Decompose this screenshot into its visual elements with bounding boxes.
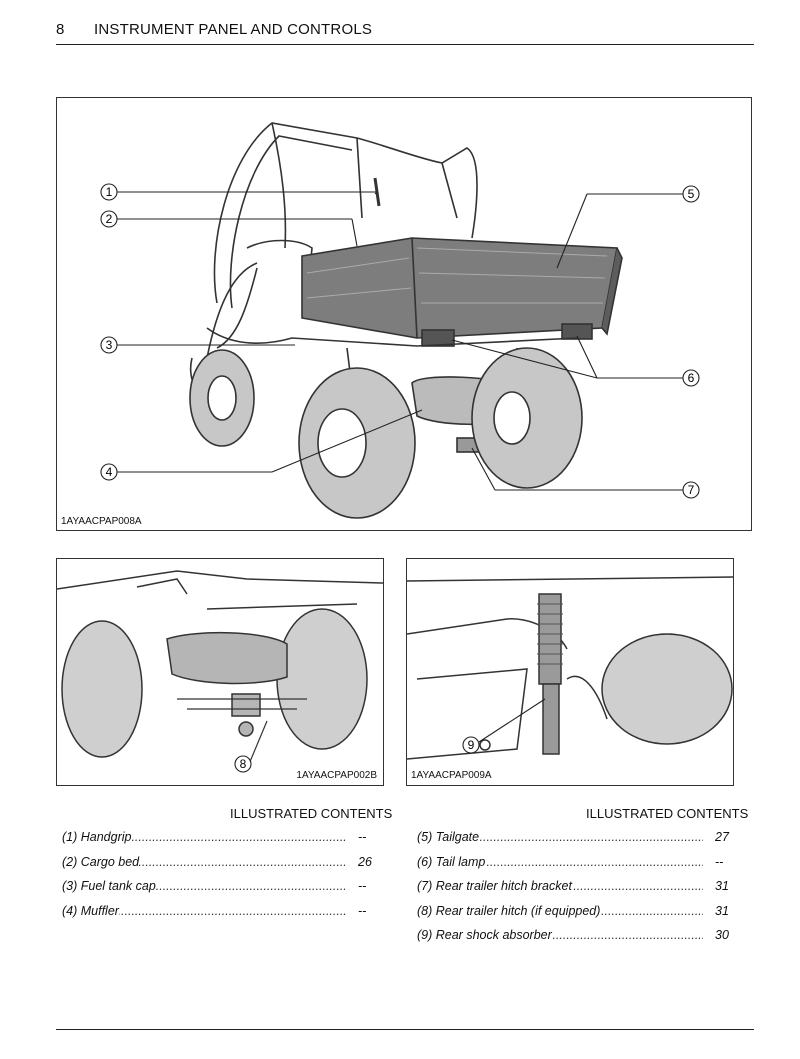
callout-7: 7 — [688, 483, 695, 497]
leader-dots: ........................................… — [417, 854, 703, 869]
contents-entry: ........................................… — [417, 830, 731, 855]
main-vehicle-illustration: 1 2 3 4 5 6 7 1AYAACPAP008A — [56, 97, 752, 531]
contents-entry-page: -- — [358, 879, 367, 893]
contents-entry-page: 27 — [715, 830, 729, 844]
shock-absorber-detail-illustration: 9 1AYAACPAP009A — [406, 558, 734, 786]
hitch-detail-drawing: 8 — [57, 570, 383, 773]
callout-1: 1 — [106, 185, 113, 199]
contents-entry-page: 30 — [715, 928, 729, 942]
page-number: 8 — [56, 21, 65, 38]
callout-4: 4 — [106, 465, 113, 479]
contents-entry-label: (5) Tailgate — [417, 830, 480, 844]
contents-entry: ........................................… — [417, 928, 731, 953]
leader-dots: ........................................… — [62, 830, 346, 844]
page-title: INSTRUMENT PANEL AND CONTROLS — [94, 21, 373, 38]
contents-entry: ........................................… — [417, 879, 731, 904]
contents-entry-label: (6) Tail lamp — [417, 854, 486, 869]
callout-8: 8 — [240, 757, 247, 771]
contents-entry-page: 31 — [715, 903, 729, 918]
contents-entry-label: (3) Fuel tank cap — [62, 879, 156, 893]
contents-entry: ........................................… — [62, 854, 372, 880]
contents-entry: ........................................… — [417, 854, 731, 880]
contents-entry-page: -- — [715, 854, 724, 869]
contents-entry: ........................................… — [62, 903, 372, 929]
footer-rule — [56, 1029, 754, 1030]
vehicle-rear-view-drawing: 1 2 3 4 5 6 7 — [100, 122, 700, 519]
callout-2: 2 — [106, 212, 113, 226]
leader-dots: ........................................… — [417, 830, 703, 844]
contents-heading-left: ILLUSTRATED CONTENTS — [230, 806, 393, 821]
contents-entry-page: 26 — [358, 854, 372, 869]
shock-absorber-detail-drawing: 9 — [407, 576, 733, 760]
hitch-detail-illustration: 8 1AYAACPAP002B — [56, 558, 384, 786]
contents-entry-page: 31 — [715, 879, 729, 893]
contents-entry: ........................................… — [417, 903, 731, 929]
contents-entry-label: (1) Handgrip — [62, 830, 132, 844]
contents-list-left: ........................................… — [62, 830, 372, 928]
figure-code: 1AYAACPAP009A — [411, 770, 492, 781]
page-header: 8 INSTRUMENT PANEL AND CONTROLS — [56, 18, 754, 45]
callout-3: 3 — [106, 338, 113, 352]
contents-heading-right: ILLUSTRATED CONTENTS — [586, 806, 749, 821]
contents-entry-label: (4) Muffler — [62, 903, 119, 918]
figure-code: 1AYAACPAP002B — [296, 770, 377, 781]
contents-entry-label: (8) Rear trailer hitch (if equipped) — [417, 903, 601, 918]
contents-entry-label: (9) Rear shock absorber — [417, 928, 552, 942]
contents-entry: ........................................… — [62, 830, 372, 855]
figure-code: 1AYAACPAP008A — [61, 516, 142, 527]
contents-entry-label: (7) Rear trailer hitch bracket — [417, 879, 572, 893]
callout-9: 9 — [468, 738, 475, 752]
contents-list-right: ........................................… — [417, 830, 731, 953]
callout-6: 6 — [688, 371, 695, 385]
callout-5: 5 — [688, 187, 695, 201]
leader-dots: ........................................… — [62, 903, 346, 918]
contents-entry-page: -- — [358, 830, 367, 844]
contents-entry-page: -- — [358, 903, 367, 918]
contents-entry-label: (2) Cargo bed — [62, 854, 140, 869]
contents-entry: ........................................… — [62, 879, 372, 904]
